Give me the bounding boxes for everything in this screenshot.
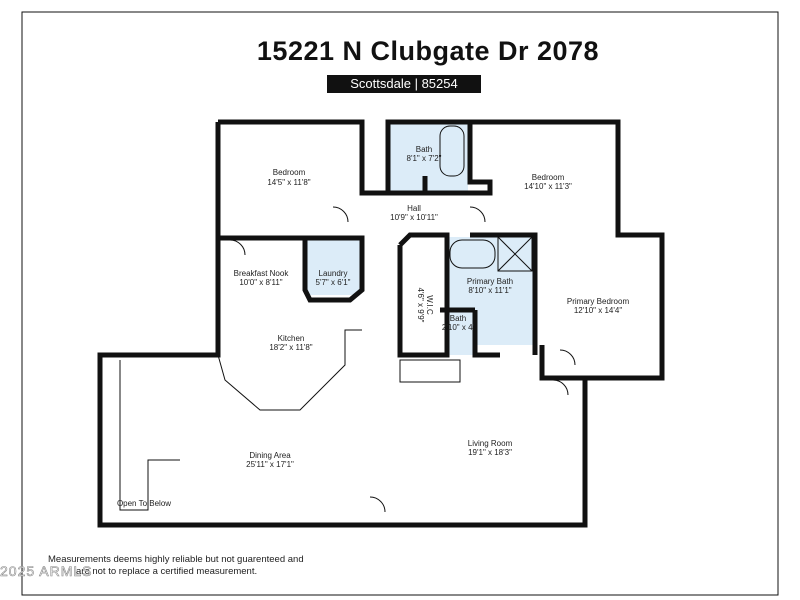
room-size: 10'9" x 10'11" — [390, 213, 438, 222]
walls — [97, 119, 665, 528]
room-name: Primary Bath — [467, 277, 513, 286]
room-size: 14'10" x 11'3" — [524, 182, 572, 191]
room-name: W.I.C — [425, 295, 434, 315]
room-labels: Bedroom 14'5" x 11'8" Bath 8'1" x 7'2" B… — [117, 145, 630, 508]
fixtures — [119, 125, 576, 513]
room-size: 12'10" x 14'4" — [574, 306, 622, 315]
room-name: Bedroom — [273, 168, 306, 177]
room-size: 5'7" x 6'1" — [316, 278, 351, 287]
room-name: Bedroom — [532, 173, 565, 182]
room-name: Breakfast Nook — [234, 269, 290, 278]
room-name: Bath — [450, 314, 466, 323]
room-size: 10'0" x 8'11" — [239, 278, 282, 287]
room-name: Hall — [407, 204, 421, 213]
watermark: 2025 ARMLS — [0, 563, 93, 580]
page-title: 15221 N Clubgate Dr 2078 — [256, 36, 600, 66]
disclaimer-line: Measurements deems highly reliable but n… — [48, 554, 304, 565]
disclaimer: Measurements deems highly reliable but n… — [48, 554, 348, 578]
room-size: 2'10" x 4' — [442, 323, 475, 332]
room-name: Living Room — [468, 439, 513, 448]
room-size: 25'11" x 17'1" — [246, 460, 294, 469]
room-name: Open To Below — [117, 499, 171, 508]
room-size: 8'10" x 11'1" — [468, 286, 511, 295]
room-size: 14'5" x 11'8" — [267, 178, 310, 187]
page-frame — [21, 11, 779, 596]
location-badge: Scottsdale | 85254 — [327, 75, 481, 93]
room-name: Laundry — [319, 269, 348, 278]
room-size: 18'2" x 11'8" — [269, 343, 312, 352]
wet-areas — [305, 124, 535, 355]
room-name: Kitchen — [278, 334, 305, 343]
disclaimer-line: are not to replace a certified measureme… — [76, 566, 258, 577]
room-size: 4'6" x 9'9" — [416, 288, 425, 323]
room-size: 19'1" x 18'3" — [468, 448, 512, 457]
room-name: Bath — [416, 145, 432, 154]
room-name: Dining Area — [249, 451, 291, 460]
room-name: Primary Bedroom — [567, 297, 630, 306]
room-size: 8'1" x 7'2" — [407, 154, 442, 163]
